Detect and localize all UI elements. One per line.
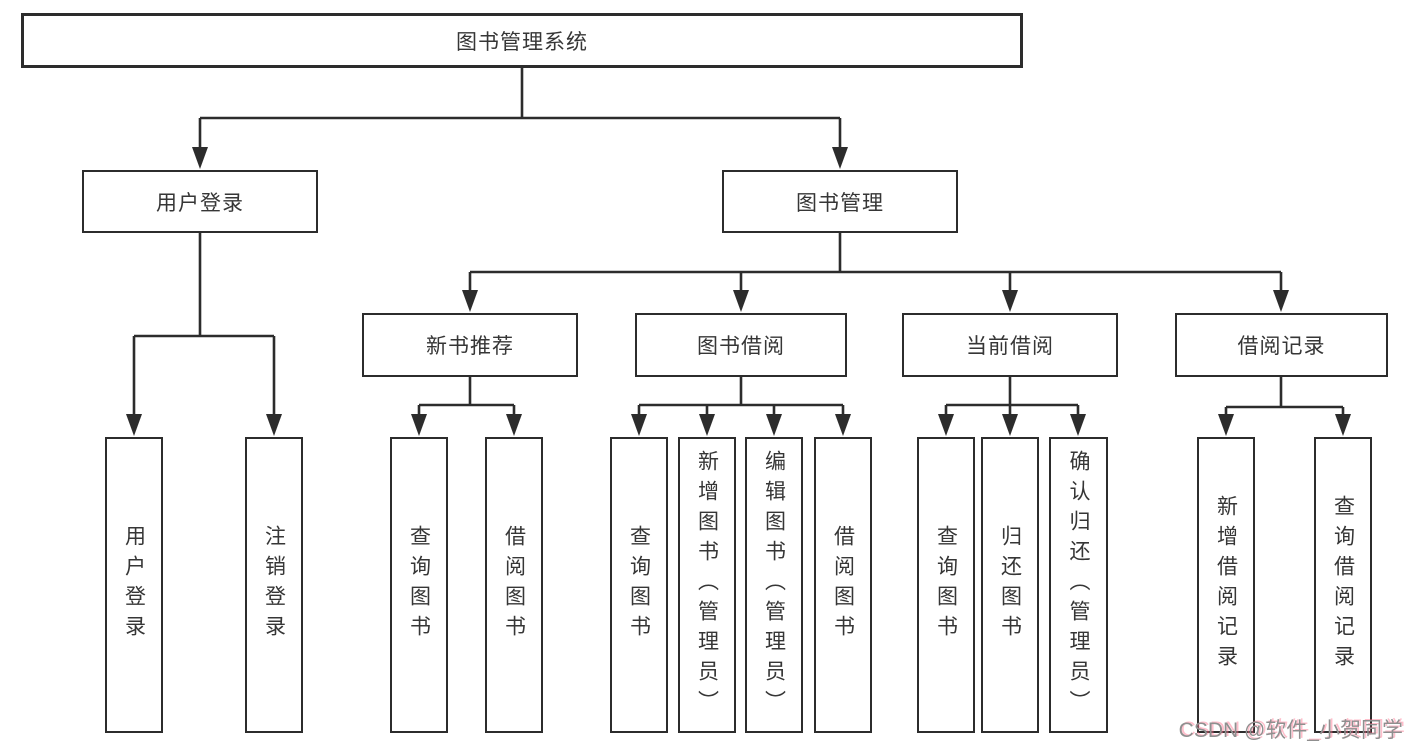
node-book-borrow: 图书借阅 — [635, 313, 847, 377]
leaf-query-books-borrow-label: 查询图书 — [627, 525, 651, 645]
leaf-confirm-return-admin-label: 确认归还（管理员） — [1067, 450, 1091, 720]
leaf-query-books-borrow: 查询图书 — [610, 437, 668, 733]
leaf-query-borrow-record-label: 查询借阅记录 — [1331, 495, 1355, 675]
leaf-query-books-current-label: 查询图书 — [934, 525, 958, 645]
node-current-borrow-label: 当前借阅 — [966, 335, 1054, 358]
node-borrow-records-label: 借阅记录 — [1237, 335, 1326, 358]
node-root-label: 图书管理系统 — [456, 30, 588, 54]
leaf-add-books-admin-label: 新增图书（管理员） — [695, 450, 719, 720]
leaf-add-borrow-record: 新增借阅记录 — [1197, 437, 1255, 733]
leaf-borrow-books-recommend: 借阅图书 — [485, 437, 543, 733]
leaf-logout: 注销登录 — [245, 437, 303, 733]
node-user-login-label: 用户登录 — [156, 191, 244, 215]
csdn-watermark: CSDN @软件_小贺同学 — [1178, 719, 1403, 742]
leaf-edit-books-admin: 编辑图书（管理员） — [745, 437, 803, 733]
leaf-query-borrow-record: 查询借阅记录 — [1314, 437, 1372, 733]
node-book-management-label: 图书管理 — [796, 191, 884, 215]
leaf-query-books-recommend-label: 查询图书 — [407, 525, 431, 645]
leaf-user-login-label: 用户登录 — [122, 525, 146, 645]
leaf-return-books-label: 归还图书 — [998, 525, 1022, 645]
leaf-borrow-books: 借阅图书 — [814, 437, 872, 733]
node-new-book-recommend-label: 新书推荐 — [426, 335, 514, 358]
elbow-connectors — [132, 68, 1345, 414]
node-borrow-records: 借阅记录 — [1175, 313, 1388, 377]
leaf-user-login: 用户登录 — [105, 437, 163, 733]
leaf-add-borrow-record-label: 新增借阅记录 — [1214, 495, 1238, 675]
node-book-management: 图书管理 — [722, 170, 958, 233]
leaf-return-books: 归还图书 — [981, 437, 1039, 733]
arrowheads — [126, 147, 1351, 436]
leaf-confirm-return-admin: 确认归还（管理员） — [1049, 437, 1108, 733]
node-book-borrow-label: 图书借阅 — [697, 335, 785, 358]
node-root: 图书管理系统 — [21, 13, 1023, 68]
node-new-book-recommend: 新书推荐 — [362, 313, 578, 377]
leaf-borrow-books-recommend-label: 借阅图书 — [502, 525, 526, 645]
leaf-query-books-current: 查询图书 — [917, 437, 975, 733]
leaf-edit-books-admin-label: 编辑图书（管理员） — [762, 450, 786, 720]
leaf-borrow-books-label: 借阅图书 — [831, 525, 855, 645]
node-user-login: 用户登录 — [82, 170, 318, 233]
leaf-logout-label: 注销登录 — [262, 525, 286, 645]
leaf-query-books-recommend: 查询图书 — [390, 437, 448, 733]
leaf-add-books-admin: 新增图书（管理员） — [678, 437, 736, 733]
node-current-borrow: 当前借阅 — [902, 313, 1118, 377]
